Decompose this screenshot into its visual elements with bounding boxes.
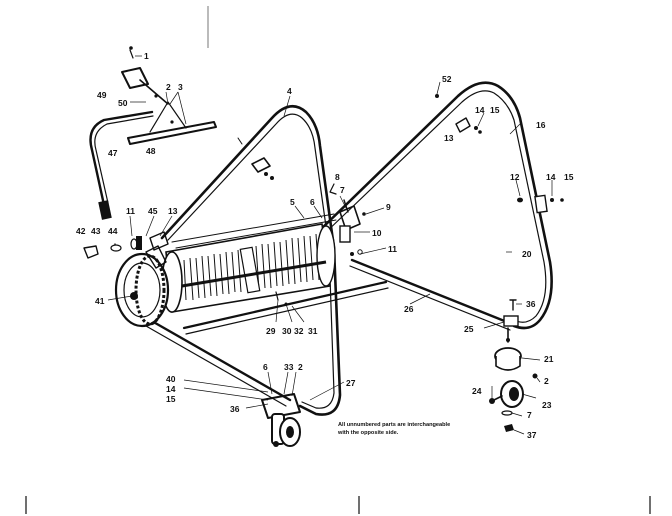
callout-8: 8: [335, 172, 340, 182]
handle-clamp: [534, 194, 548, 214]
callout-26: 26: [404, 304, 414, 314]
callout-25: 25: [464, 324, 474, 334]
callout-15-bottom: 15: [166, 394, 176, 404]
callout-1: 1: [144, 51, 149, 61]
callout-14-right: 14: [546, 172, 556, 182]
interchangeable-parts-note: All unnumbered parts are interchangeable…: [337, 422, 450, 436]
callout-20: 20: [522, 249, 532, 259]
front-caster: [261, 393, 301, 447]
callout-5: 5: [290, 197, 295, 207]
callout-16: 16: [536, 120, 546, 130]
note-line-2: with the opposite side.: [337, 430, 399, 436]
callout-7-bottom: 7: [527, 410, 532, 420]
callout-6-bottom: 6: [263, 362, 268, 372]
callout-45: 45: [148, 206, 158, 216]
callout-49: 49: [97, 90, 107, 100]
callout-44: 44: [108, 226, 118, 236]
callout-47: 47: [108, 148, 118, 158]
callout-21: 21: [544, 354, 554, 364]
callout-32: 32: [294, 326, 304, 336]
callout-40: 40: [166, 374, 176, 384]
callout-11-right: 11: [388, 244, 397, 254]
callout-12: 12: [510, 172, 520, 182]
callout-14-top: 14: [475, 105, 485, 115]
callout-27: 27: [346, 378, 356, 388]
callout-7-top: 7: [340, 185, 345, 195]
left-wheel: [114, 245, 170, 328]
callout-2-bottom: 2: [298, 362, 303, 372]
callout-6-top: 6: [310, 197, 315, 207]
callout-31: 31: [308, 326, 318, 336]
callout-24: 24: [472, 386, 482, 396]
callout-15-top: 15: [490, 105, 500, 115]
callout-52: 52: [442, 74, 452, 84]
leader-lines: [107, 55, 553, 435]
callout-36-right: 36: [526, 299, 536, 309]
callout-42: 42: [76, 226, 86, 236]
callout-11-left: 11: [126, 206, 135, 216]
callout-36-left: 36: [230, 404, 240, 414]
callout-48: 48: [146, 146, 156, 156]
callout-33: 33: [284, 362, 294, 372]
callout-9: 9: [386, 202, 391, 212]
callout-41: 41: [95, 296, 105, 306]
left-handle-assembly: [89, 46, 217, 220]
callout-37: 37: [527, 430, 537, 440]
callout-29: 29: [266, 326, 276, 336]
callout-50: 50: [118, 98, 128, 108]
callout-14-bottom: 14: [166, 384, 176, 394]
callout-2-right: 2: [544, 376, 549, 386]
hardware: [83, 94, 564, 327]
callout-4: 4: [287, 86, 292, 96]
callout-3: 3: [178, 82, 183, 92]
callout-30: 30: [282, 326, 292, 336]
left-frame: [160, 104, 342, 416]
note-line-1: All unnumbered parts are interchangeable: [338, 422, 450, 428]
callout-numbers: 1 2 3 49 50 47 48 4 52 14 15 13 16 12 14…: [76, 51, 574, 440]
handle-grip: [98, 200, 112, 220]
callout-15-right: 15: [564, 172, 574, 182]
callout-13-top: 13: [444, 133, 454, 143]
right-frame: [316, 81, 553, 330]
callout-2: 2: [166, 82, 171, 92]
callout-43: 43: [91, 226, 101, 236]
callout-23: 23: [542, 400, 552, 410]
callout-10: 10: [372, 228, 382, 238]
callout-13-left: 13: [168, 206, 178, 216]
right-caster: [489, 327, 538, 432]
